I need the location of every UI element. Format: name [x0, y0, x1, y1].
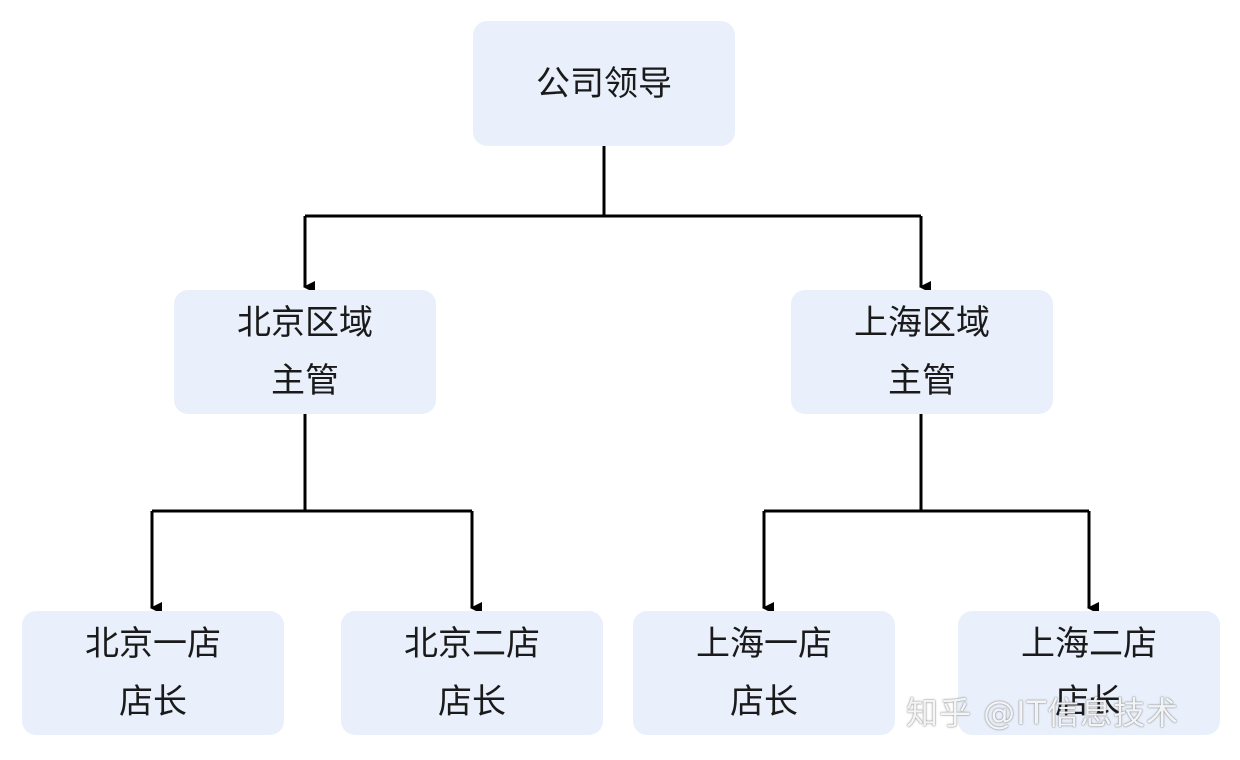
node-label-line1: 北京区域 [237, 303, 373, 343]
connector-shanghai-to-stores [764, 414, 1089, 513]
node-label-line1: 北京一店 [85, 624, 221, 664]
node-label-line1: 北京二店 [404, 624, 540, 664]
node-label-line2: 店长 [119, 682, 187, 722]
node-shanghai-store-2-manager: 上海二店 店长 [958, 611, 1220, 735]
node-label-line2: 主管 [888, 361, 956, 401]
node-label-line1: 上海区域 [854, 303, 990, 343]
node-beijing-store-1-manager: 北京一店 店长 [22, 611, 284, 735]
node-beijing-region-manager: 北京区域 主管 [174, 290, 436, 414]
node-company-leader: 公司领导 [473, 21, 735, 146]
watermark: 知乎 @IT信息技术 [906, 694, 1180, 732]
node-beijing-store-2-manager: 北京二店 店长 [341, 611, 603, 735]
node-shanghai-store-1-manager: 上海一店 店长 [633, 611, 895, 735]
node-label: 公司领导 [536, 63, 672, 104]
node-label-line1: 上海二店 [1021, 624, 1157, 664]
node-label-line2: 店长 [438, 682, 506, 722]
node-label-line1: 上海一店 [696, 624, 832, 664]
node-shanghai-region-manager: 上海区域 主管 [791, 290, 1053, 414]
connector-root-to-regions [305, 146, 921, 218]
connector-beijing-to-stores [152, 414, 472, 513]
node-label-line2: 店长 [1055, 682, 1123, 722]
node-label-line2: 主管 [271, 361, 339, 401]
node-label-line2: 店长 [730, 682, 798, 722]
